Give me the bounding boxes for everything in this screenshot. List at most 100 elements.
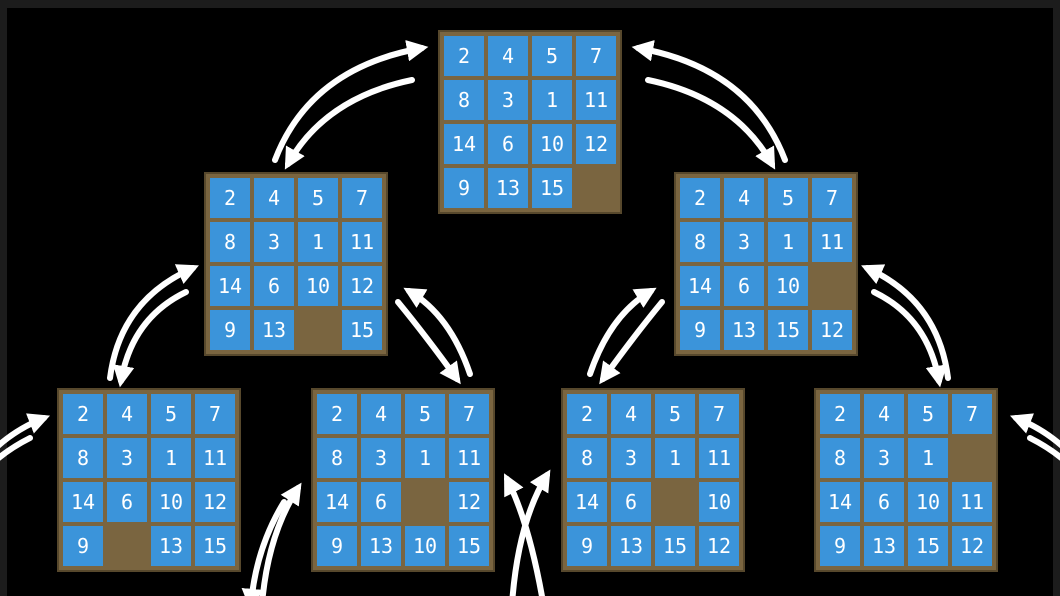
- tile: 2: [63, 394, 103, 434]
- tile: 8: [317, 438, 357, 478]
- tile: 1: [768, 222, 808, 262]
- blank-cell: [812, 266, 852, 306]
- tile: 5: [655, 394, 695, 434]
- tile: 12: [576, 124, 616, 164]
- tile: 1: [655, 438, 695, 478]
- tile: 11: [699, 438, 739, 478]
- frame-edge-right: [1053, 0, 1060, 596]
- tile: 9: [820, 526, 860, 566]
- tile: 5: [298, 178, 338, 218]
- tile: 2: [317, 394, 357, 434]
- tile: 14: [820, 482, 860, 522]
- tile: 3: [254, 222, 294, 262]
- tile: 14: [210, 266, 250, 306]
- tile: 11: [342, 222, 382, 262]
- arrow-midleft-to-top: [272, 40, 429, 163]
- tile: 10: [908, 482, 948, 522]
- tile: 1: [532, 80, 572, 120]
- arrow-offscreen-up-left: [504, 473, 545, 596]
- tile: 15: [655, 526, 695, 566]
- tile: 3: [361, 438, 401, 478]
- arrow-top-to-midleft: [284, 77, 415, 170]
- tile: 14: [444, 124, 484, 164]
- tile: 14: [317, 482, 357, 522]
- tile: 8: [63, 438, 103, 478]
- tile: 15: [908, 526, 948, 566]
- arrow-offscreen-to-bot2: [259, 482, 302, 596]
- arrow-midleft-to-bot2: [395, 299, 461, 385]
- tile: 13: [611, 526, 651, 566]
- tile: 12: [699, 526, 739, 566]
- tile: 4: [611, 394, 651, 434]
- tile: 13: [361, 526, 401, 566]
- tile: 6: [488, 124, 528, 164]
- tile: 6: [254, 266, 294, 306]
- arrow-bot1-to-midleft: [107, 264, 199, 381]
- arrow-midright-to-bot3: [599, 299, 665, 385]
- tile: 13: [864, 526, 904, 566]
- tile: 9: [317, 526, 357, 566]
- tile: 4: [107, 394, 147, 434]
- arrow-midright-to-bot4: [871, 289, 948, 388]
- tile: 7: [812, 178, 852, 218]
- tile: 6: [724, 266, 764, 306]
- tile: 6: [361, 482, 401, 522]
- tile: 5: [151, 394, 191, 434]
- tile: 9: [444, 168, 484, 208]
- tile: 10: [298, 266, 338, 306]
- frame-edge-left: [0, 0, 7, 596]
- tile: 3: [724, 222, 764, 262]
- tile: 6: [611, 482, 651, 522]
- arrow-bot4-to-midright: [861, 264, 951, 381]
- blank-cell: [298, 310, 338, 350]
- tile: 8: [820, 438, 860, 478]
- tile: 7: [576, 36, 616, 76]
- tile: 5: [405, 394, 445, 434]
- tile: 9: [210, 310, 250, 350]
- tile: 10: [699, 482, 739, 522]
- tile: 8: [444, 80, 484, 120]
- tile: 8: [210, 222, 250, 262]
- tile: 7: [195, 394, 235, 434]
- tile: 12: [195, 482, 235, 522]
- tile: 10: [405, 526, 445, 566]
- tile: 7: [952, 394, 992, 434]
- tile: 2: [210, 178, 250, 218]
- tile: 13: [724, 310, 764, 350]
- tile: 9: [567, 526, 607, 566]
- tile: 10: [151, 482, 191, 522]
- tile: 7: [342, 178, 382, 218]
- tile: 8: [567, 438, 607, 478]
- tile: 5: [768, 178, 808, 218]
- tile: 11: [812, 222, 852, 262]
- tile: 5: [908, 394, 948, 434]
- tile: 3: [611, 438, 651, 478]
- tile: 9: [680, 310, 720, 350]
- tile: 15: [449, 526, 489, 566]
- arrow-bot2-to-midleft: [403, 287, 473, 377]
- tile: 10: [532, 124, 572, 164]
- tile: 4: [361, 394, 401, 434]
- tile: 15: [195, 526, 235, 566]
- tile: 11: [952, 482, 992, 522]
- tile: 12: [952, 526, 992, 566]
- tile: 15: [532, 168, 572, 208]
- tile: 11: [195, 438, 235, 478]
- arrow-midleft-to-bot1: [112, 289, 189, 388]
- tile: 2: [820, 394, 860, 434]
- blank-cell: [107, 526, 147, 566]
- tile: 14: [680, 266, 720, 306]
- tile: 13: [254, 310, 294, 350]
- tile: 2: [444, 36, 484, 76]
- blank-cell: [576, 168, 616, 208]
- blank-cell: [952, 438, 992, 478]
- tile: 4: [488, 36, 528, 76]
- blank-cell: [405, 482, 445, 522]
- tile: 12: [449, 482, 489, 522]
